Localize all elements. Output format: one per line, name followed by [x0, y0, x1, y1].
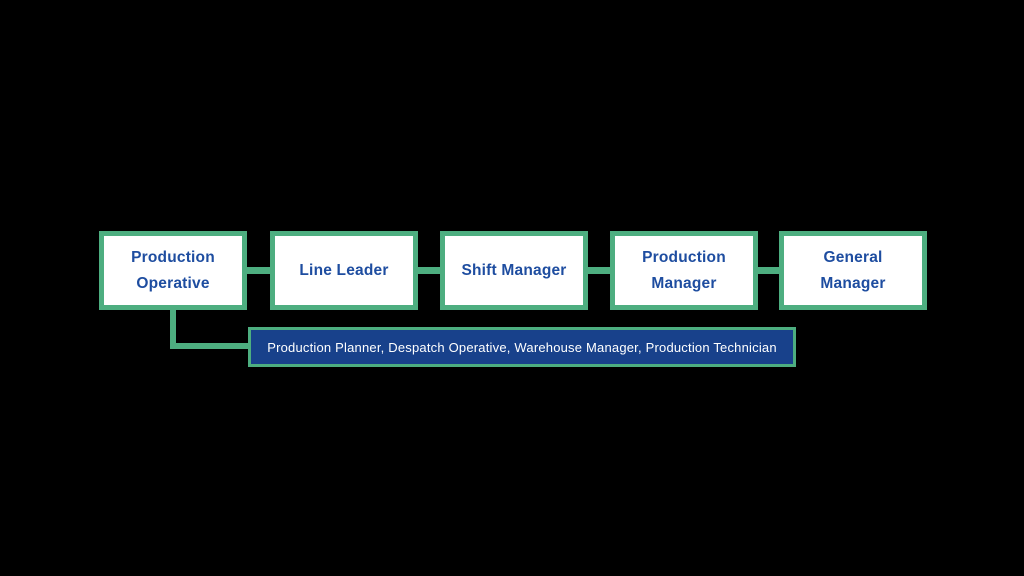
connector-line-leader-to-shift-manager [418, 267, 440, 274]
elbow-connector-vertical [170, 310, 176, 349]
node-shift-manager: Shift Manager [440, 231, 588, 310]
node-production-manager: Production Manager [610, 231, 758, 310]
node-general-manager: General Manager [779, 231, 927, 310]
node-label: Production Manager [642, 248, 726, 292]
node-label: Shift Manager [461, 261, 567, 279]
elbow-connector-horizontal [170, 343, 248, 349]
related-roles-bar: Production Planner, Despatch Operative, … [248, 327, 796, 367]
related-roles-label: Production Planner, Despatch Operative, … [267, 339, 777, 355]
node-production-operative: Production Operative [99, 231, 247, 310]
connector-shift-manager-to-production-manager [588, 267, 610, 274]
node-line-leader: Line Leader [270, 231, 418, 310]
connector-production-manager-to-general-manager [758, 267, 779, 274]
connector-operative-to-line-leader [247, 267, 270, 274]
node-label: Production Operative [131, 248, 215, 292]
node-label: General Manager [820, 248, 886, 292]
node-label: Line Leader [299, 261, 389, 279]
